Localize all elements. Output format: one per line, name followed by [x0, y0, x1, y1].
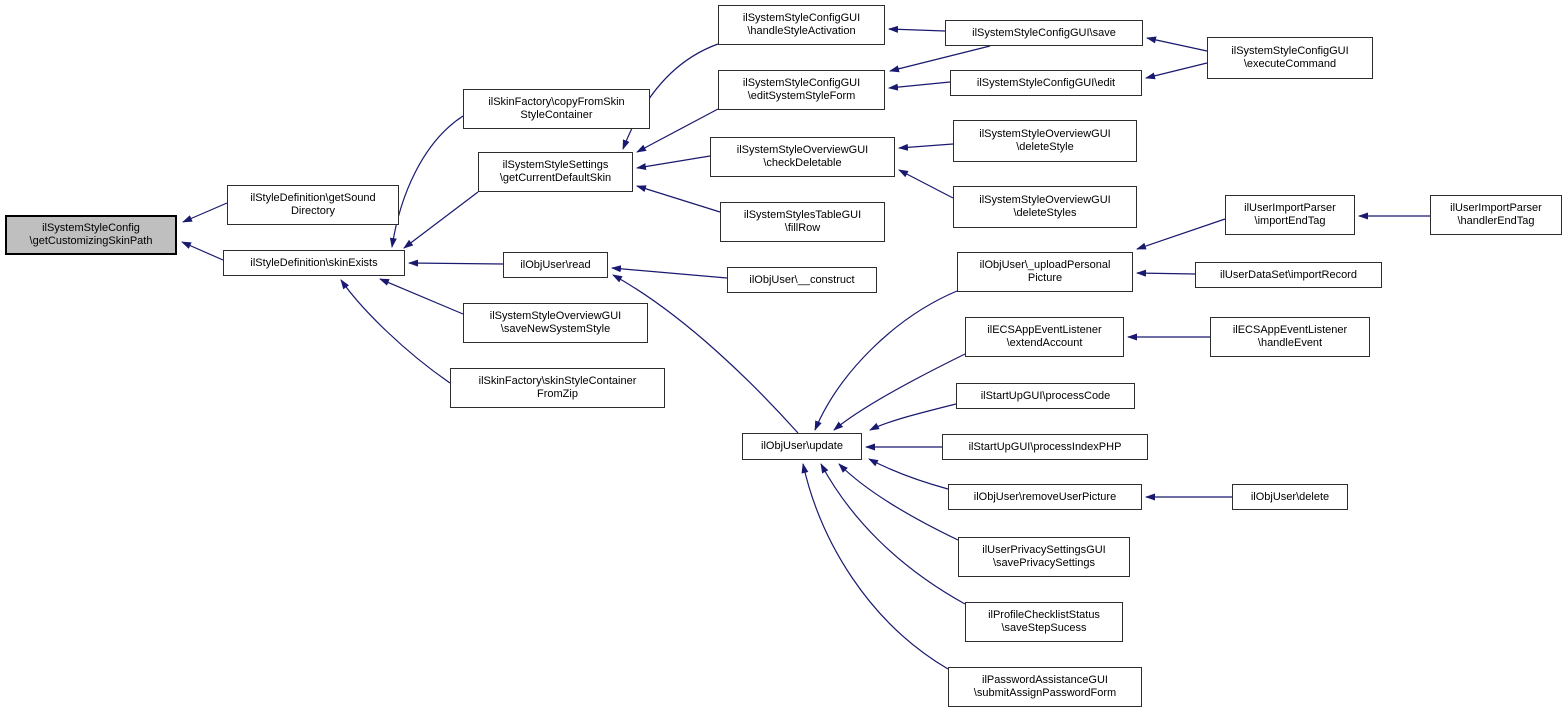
edge-skinExists-to-getCustomizingSkinPath	[181, 241, 224, 261]
node-edit-label: ilSystemStyleConfigGUI\edit	[976, 76, 1116, 89]
edge-importEndTag-to-uploadPersonalPicture	[1136, 218, 1226, 250]
node-save[interactable]: ilSystemStyleConfigGUI\save	[945, 20, 1143, 46]
node-submitAssignPasswordForm[interactable]: ilPasswordAssistanceGUI \submitAssignPas…	[948, 667, 1142, 707]
node-deleteStyle-label: ilSystemStyleOverviewGUI \deleteStyle	[979, 128, 1111, 153]
node-processIndexPHP[interactable]: ilStartUpGUI\processIndexPHP	[942, 434, 1148, 460]
node-saveNewSystemStyle-label: ilSystemStyleOverviewGUI \saveNewSystemS…	[489, 310, 622, 335]
node-saveStepSucess[interactable]: ilProfileChecklistStatus \saveStepSucess	[965, 602, 1123, 642]
node-delete-label: ilObjUser\delete	[1250, 490, 1330, 503]
node-submitAssignPasswordForm-label: ilPasswordAssistanceGUI \submitAssignPas…	[973, 674, 1117, 699]
node-importEndTag[interactable]: ilUserImportParser \importEndTag	[1225, 195, 1355, 235]
node-savePrivacySettings[interactable]: ilUserPrivacySettingsGUI \savePrivacySet…	[958, 537, 1130, 577]
edge-executeCommand-to-save	[1146, 36, 1208, 52]
node-getCustomizingSkinPath: ilSystemStyleConfig \getCustomizingSkinP…	[5, 215, 177, 255]
edge-savePrivacySettings-to-update	[838, 463, 959, 541]
edge-removeUserPicture-to-update	[868, 458, 949, 490]
edge-getSoundDirectory-to-getCustomizingSkinPath	[182, 202, 228, 223]
node-processCode-label: ilStartUpGUI\processCode	[980, 389, 1111, 402]
node-savePrivacySettings-label: ilUserPrivacySettingsGUI \savePrivacySet…	[982, 544, 1106, 569]
edge-executeCommand-to-edit	[1145, 62, 1208, 80]
node-extendAccount-label: ilECSAppEventListener \extendAccount	[987, 324, 1102, 349]
node-update[interactable]: ilObjUser\update	[742, 433, 862, 460]
node-copyFromSkinStyleContainer-label: ilSkinFactory\copyFromSkin StyleContaine…	[488, 96, 625, 121]
node-edit[interactable]: ilSystemStyleConfigGUI\edit	[950, 70, 1142, 96]
edge-fillRow-to-getCurrentDefaultSkin	[636, 185, 721, 213]
node-skinExists-label: ilStyleDefinition\skinExists	[250, 256, 378, 269]
edge-submitAssignPasswordForm-to-update	[801, 463, 949, 670]
node-extendAccount[interactable]: ilECSAppEventListener \extendAccount	[965, 317, 1124, 357]
node-editSystemStyleForm-label: ilSystemStyleConfigGUI \editSystemStyleF…	[742, 77, 861, 102]
node-getCustomizingSkinPath-label: ilSystemStyleConfig \getCustomizingSkinP…	[29, 222, 153, 247]
edge-processCode-to-update	[869, 403, 957, 431]
node-handleEvent-label: ilECSAppEventListener \handleEvent	[1232, 324, 1348, 349]
edge-saveStepSucess-to-update	[820, 463, 966, 605]
node-processCode[interactable]: ilStartUpGUI\processCode	[956, 383, 1135, 409]
edge-save-to-editSystemStyleForm	[889, 45, 991, 73]
edge-uploadPersonalPicture-to-update	[814, 290, 958, 431]
node-saveNewSystemStyle[interactable]: ilSystemStyleOverviewGUI \saveNewSystemS…	[463, 303, 648, 343]
node-editSystemStyleForm[interactable]: ilSystemStyleConfigGUI \editSystemStyleF…	[718, 70, 885, 110]
node-uploadPersonalPicture-label: ilObjUser\_uploadPersonal Picture	[979, 259, 1111, 284]
node-handlerEndTag-label: ilUserImportParser \handlerEndTag	[1450, 202, 1542, 227]
edge-handleStyleActivation-to-getCurrentDefaultSkin	[622, 43, 719, 150]
node-executeCommand-label: ilSystemStyleConfigGUI \executeCommand	[1231, 45, 1349, 70]
node-construct[interactable]: ilObjUser\__construct	[727, 267, 877, 293]
node-handleEvent[interactable]: ilECSAppEventListener \handleEvent	[1210, 317, 1370, 357]
node-removeUserPicture-label: ilObjUser\removeUserPicture	[973, 490, 1117, 503]
edge-deleteStyle-to-checkDeletable	[898, 143, 954, 151]
node-executeCommand[interactable]: ilSystemStyleConfigGUI \executeCommand	[1207, 37, 1373, 79]
node-handlerEndTag[interactable]: ilUserImportParser \handlerEndTag	[1430, 195, 1562, 235]
node-uploadPersonalPicture[interactable]: ilObjUser\_uploadPersonal Picture	[957, 252, 1133, 292]
edge-update-to-read	[612, 274, 799, 434]
edge-construct-to-read	[611, 265, 728, 279]
node-getSoundDirectory[interactable]: ilStyleDefinition\getSound Directory	[227, 185, 399, 225]
node-removeUserPicture[interactable]: ilObjUser\removeUserPicture	[948, 484, 1142, 510]
edge-checkDeletable-to-getCurrentDefaultSkin	[636, 155, 711, 170]
node-skinExists[interactable]: ilStyleDefinition\skinExists	[223, 250, 405, 276]
edge-read-to-skinExists	[408, 259, 504, 267]
edge-copyFromSkinStyleContainer-to-skinExists	[389, 115, 464, 248]
node-fillRow-label: ilSystemStylesTableGUI \fillRow	[743, 209, 862, 234]
edge-importRecord-to-uploadPersonalPicture	[1136, 269, 1196, 277]
node-skinStyleContainerFromZip[interactable]: ilSkinFactory\skinStyleContainer FromZip	[450, 368, 665, 408]
node-update-label: ilObjUser\update	[761, 440, 843, 452]
node-copyFromSkinStyleContainer[interactable]: ilSkinFactory\copyFromSkin StyleContaine…	[463, 89, 650, 129]
node-saveStepSucess-label: ilProfileChecklistStatus \saveStepSucess	[988, 609, 1100, 634]
node-importRecord[interactable]: ilUserDataSet\importRecord	[1195, 262, 1382, 288]
node-checkDeletable[interactable]: ilSystemStyleOverviewGUI \checkDeletable	[710, 137, 895, 177]
node-skinStyleContainerFromZip-label: ilSkinFactory\skinStyleContainer FromZip	[478, 375, 637, 400]
node-processIndexPHP-label: ilStartUpGUI\processIndexPHP	[968, 440, 1122, 453]
node-handleStyleActivation[interactable]: ilSystemStyleConfigGUI \handleStyleActiv…	[718, 5, 885, 45]
edge-edit-to-editSystemStyleForm	[888, 81, 951, 91]
node-read-label: ilObjUser\read	[520, 258, 591, 271]
node-deleteStyles-label: ilSystemStyleOverviewGUI \deleteStyles	[979, 194, 1111, 219]
edge-extendAccount-to-update	[833, 353, 966, 431]
node-getSoundDirectory-label: ilStyleDefinition\getSound Directory	[250, 192, 376, 217]
node-getCurrentDefaultSkin[interactable]: ilSystemStyleSettings \getCurrentDefault…	[478, 152, 633, 192]
node-getCurrentDefaultSkin-label: ilSystemStyleSettings \getCurrentDefault…	[499, 159, 612, 184]
node-handleStyleActivation-label: ilSystemStyleConfigGUI \handleStyleActiv…	[742, 12, 861, 37]
edge-editSystemStyleForm-to-getCurrentDefaultSkin	[636, 108, 719, 153]
edge-save-to-handleStyleActivation	[888, 25, 946, 33]
node-importEndTag-label: ilUserImportParser \importEndTag	[1244, 202, 1336, 227]
edge-saveNewSystemStyle-to-skinExists	[379, 278, 464, 315]
node-read[interactable]: ilObjUser\read	[503, 252, 608, 278]
node-save-label: ilSystemStyleConfigGUI\save	[972, 26, 1116, 39]
node-construct-label: ilObjUser\__construct	[749, 273, 855, 286]
edge-deleteStyles-to-checkDeletable	[898, 169, 954, 199]
edge-skinStyleContainerFromZip-to-skinExists	[340, 279, 451, 384]
node-importRecord-label: ilUserDataSet\importRecord	[1220, 268, 1357, 281]
edge-getCurrentDefaultSkin-to-skinExists	[403, 191, 479, 249]
node-deleteStyle[interactable]: ilSystemStyleOverviewGUI \deleteStyle	[953, 120, 1137, 162]
node-deleteStyles[interactable]: ilSystemStyleOverviewGUI \deleteStyles	[953, 186, 1137, 228]
node-fillRow[interactable]: ilSystemStylesTableGUI \fillRow	[720, 202, 885, 242]
node-delete[interactable]: ilObjUser\delete	[1232, 484, 1348, 510]
node-checkDeletable-label: ilSystemStyleOverviewGUI \checkDeletable	[736, 144, 869, 169]
